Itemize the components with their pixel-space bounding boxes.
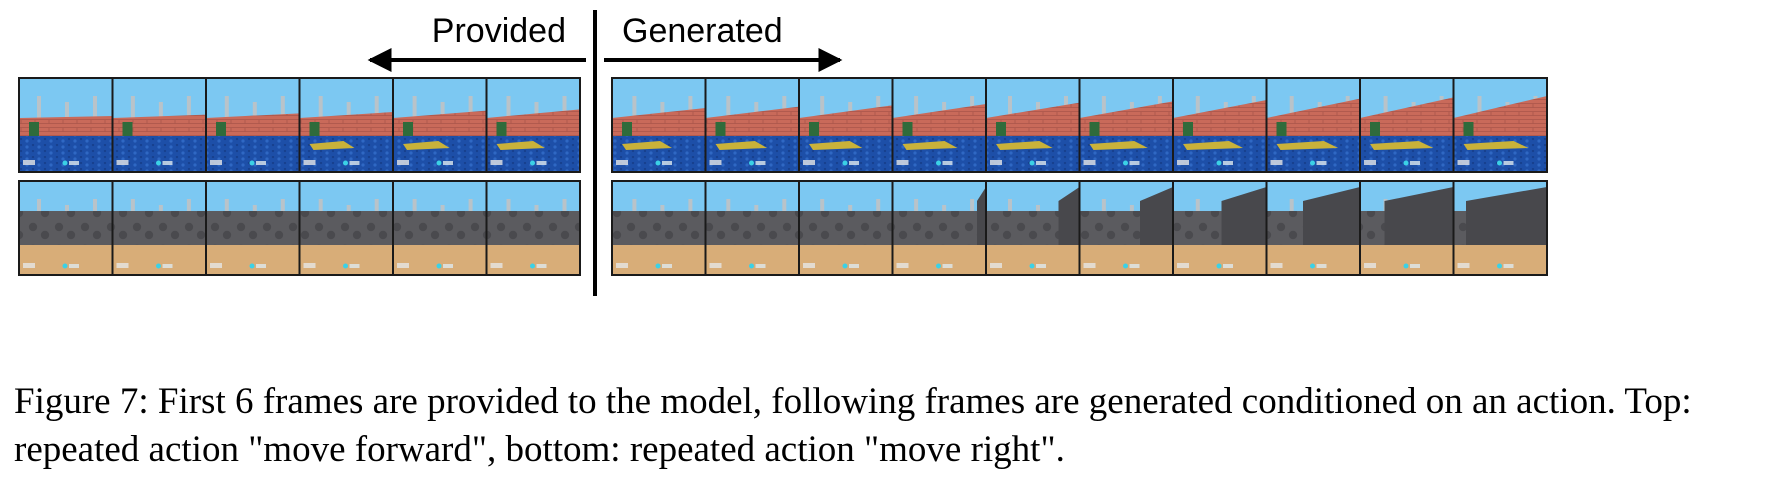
provided-frame-1-4 [298,77,394,173]
generated-label: Generated [622,12,783,50]
provided-frame-2-6 [485,180,581,276]
provided-frame-1-5 [392,77,488,173]
figure-caption: Figure 7: First 6 frames are provided to… [14,381,1692,470]
provided-frame-2-5 [392,180,488,276]
generated-frame-2-1 [611,180,707,276]
generated-frame-2-5 [985,180,1081,276]
generated-frame-2-10 [1452,180,1548,276]
generated-frame-1-10 [1452,77,1548,173]
generated-frame-1-1 [611,77,707,173]
generated-frame-1-6 [1078,77,1174,173]
provided-frame-1-1 [18,77,114,173]
generated-frame-2-8 [1265,180,1361,276]
generated-frame-2-2 [704,180,800,276]
provided-frame-2-1 [18,180,114,276]
generated-frame-1-9 [1359,77,1455,173]
provided-frame-1-3 [205,77,301,173]
provided-frame-2-4 [298,180,394,276]
provided-label: Provided [432,12,566,50]
generated-frame-2-9 [1359,180,1455,276]
generated-frame-1-5 [985,77,1081,173]
generated-frame-1-2 [704,77,800,173]
generated-frame-1-8 [1265,77,1361,173]
provided-frame-2-3 [205,180,301,276]
figure-7: Provided Generated [18,10,1548,296]
generated-frame-2-3 [798,180,894,276]
generated-frame-1-7 [1172,77,1268,173]
generated-frame-1-3 [798,77,894,173]
provided-frame-1-6 [485,77,581,173]
generated-frame-2-6 [1078,180,1174,276]
generated-frame-2-4 [891,180,987,276]
provided-frame-2-2 [111,180,207,276]
generated-frame-2-7 [1172,180,1268,276]
generated-frame-1-4 [891,77,987,173]
provided-frame-1-2 [111,77,207,173]
frame-grid [18,77,1548,276]
